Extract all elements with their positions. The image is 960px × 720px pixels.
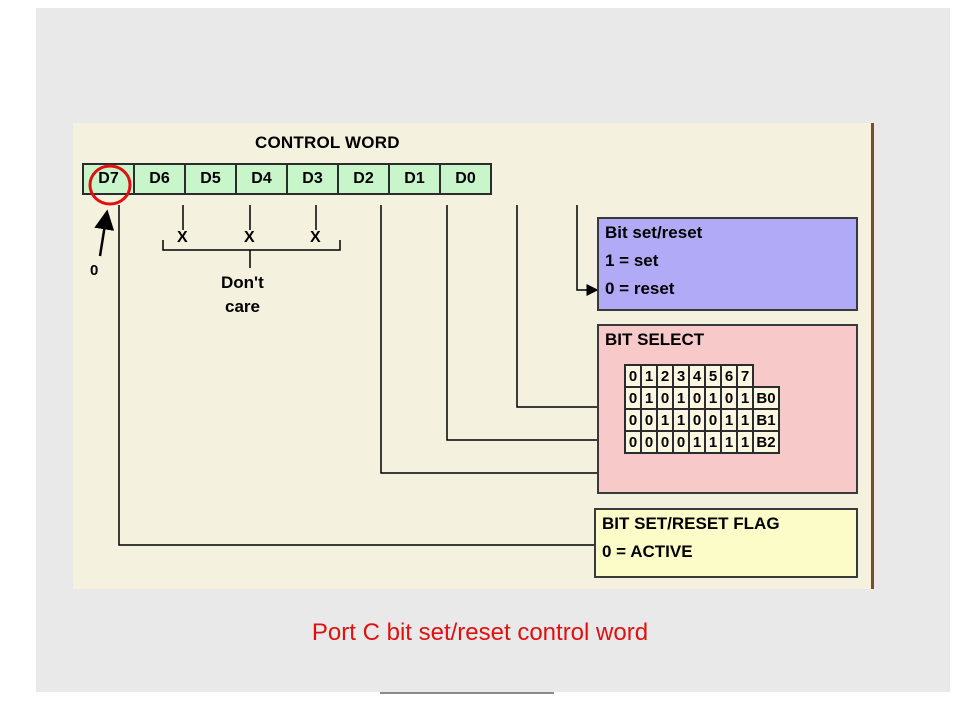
flag-line2: 0 = ACTIVE (602, 542, 693, 561)
set-reset-line2: 1 = set (605, 251, 659, 270)
table-cell: 1 (736, 408, 754, 432)
table-cell: 2 (656, 364, 674, 388)
row-label-b2: B2 (752, 430, 780, 454)
d7-wire (118, 205, 594, 546)
dont-care-bracket (162, 240, 341, 251)
table-cell: 1 (736, 386, 754, 410)
panel-edge (871, 123, 874, 589)
figure-caption: Port C bit set/reset control word (311, 619, 649, 646)
row-label-b0: B0 (752, 386, 780, 410)
d3-wire (380, 205, 624, 479)
table-cell: 5 (704, 364, 722, 388)
table-cell: 1 (640, 364, 658, 388)
set-reset-line1: Bit set/reset (605, 223, 703, 242)
d0-wire (576, 205, 599, 296)
bit-select-header-row: 0 1 2 3 4 5 6 7 (624, 364, 779, 388)
table-cell: 1 (688, 430, 706, 454)
d7-arrow (94, 209, 115, 257)
table-cell: 0 (704, 408, 722, 432)
bit-d6: D6 (133, 163, 186, 195)
table-cell: 0 (640, 430, 658, 454)
set-reset-box: Bit set/reset 1 = set 0 = reset (597, 217, 858, 311)
row-label-b1: B1 (752, 408, 780, 432)
table-cell: 0 (624, 364, 642, 388)
table-cell: 1 (720, 430, 738, 454)
table-cell: 3 (672, 364, 690, 388)
bit-d0: D0 (439, 163, 492, 195)
bit-d2: D2 (337, 163, 390, 195)
table-cell: 0 (624, 430, 642, 454)
table-cell: 0 (688, 386, 706, 410)
table-cell: 0 (672, 430, 690, 454)
dont-care-x-d5: X (244, 229, 255, 246)
table-cell: 0 (640, 408, 658, 432)
table-cell: 6 (720, 364, 738, 388)
flag-box: BIT SET/RESET FLAG 0 = ACTIVE (594, 508, 858, 578)
d7-highlight-circle (88, 164, 132, 206)
table-cell: 1 (720, 408, 738, 432)
bit-d4: D4 (235, 163, 288, 195)
table-cell: 0 (624, 408, 642, 432)
dont-care-label-line1: Don't (221, 273, 264, 292)
table-cell: 1 (672, 386, 690, 410)
table-cell: 0 (656, 386, 674, 410)
table-spacer (753, 365, 779, 387)
table-cell: 7 (736, 364, 754, 388)
table-cell: 0 (656, 430, 674, 454)
table-cell: 1 (736, 430, 754, 454)
slide-divider (380, 692, 554, 694)
table-cell: 0 (624, 386, 642, 410)
d7-value-label: 0 (90, 262, 99, 279)
control-word-title: CONTROL WORD (255, 133, 400, 152)
bit-select-title: BIT SELECT (605, 330, 705, 349)
table-cell: 1 (704, 386, 722, 410)
table-row-b1: 0 0 1 1 0 0 1 1 B1 (624, 408, 780, 432)
set-reset-line3: 0 = reset (605, 279, 675, 298)
table-cell: 4 (688, 364, 706, 388)
table-cell: 1 (640, 386, 658, 410)
table-cell: 1 (704, 430, 722, 454)
dont-care-label-line2: care (225, 297, 260, 316)
table-cell: 0 (720, 386, 738, 410)
table-row-b2: 0 0 0 0 1 1 1 1 B2 (624, 430, 780, 454)
flag-line1: BIT SET/RESET FLAG (602, 514, 780, 533)
table-cell: 0 (688, 408, 706, 432)
table-cell: 1 (672, 408, 690, 432)
dont-care-x-d6: X (177, 229, 188, 246)
bit-d5: D5 (184, 163, 237, 195)
table-row-b0: 0 1 0 1 0 1 0 1 B0 (624, 386, 780, 410)
bit-d1: D1 (388, 163, 441, 195)
d1-wire (516, 205, 624, 413)
table-cell: 1 (656, 408, 674, 432)
dont-care-x-d4: X (310, 229, 321, 246)
bit-select-table: 0 1 2 3 4 5 6 7 0 1 0 1 0 1 0 1 B0 0 0 1… (624, 364, 780, 454)
bit-d3: D3 (286, 163, 339, 195)
d2-wire (446, 205, 624, 446)
